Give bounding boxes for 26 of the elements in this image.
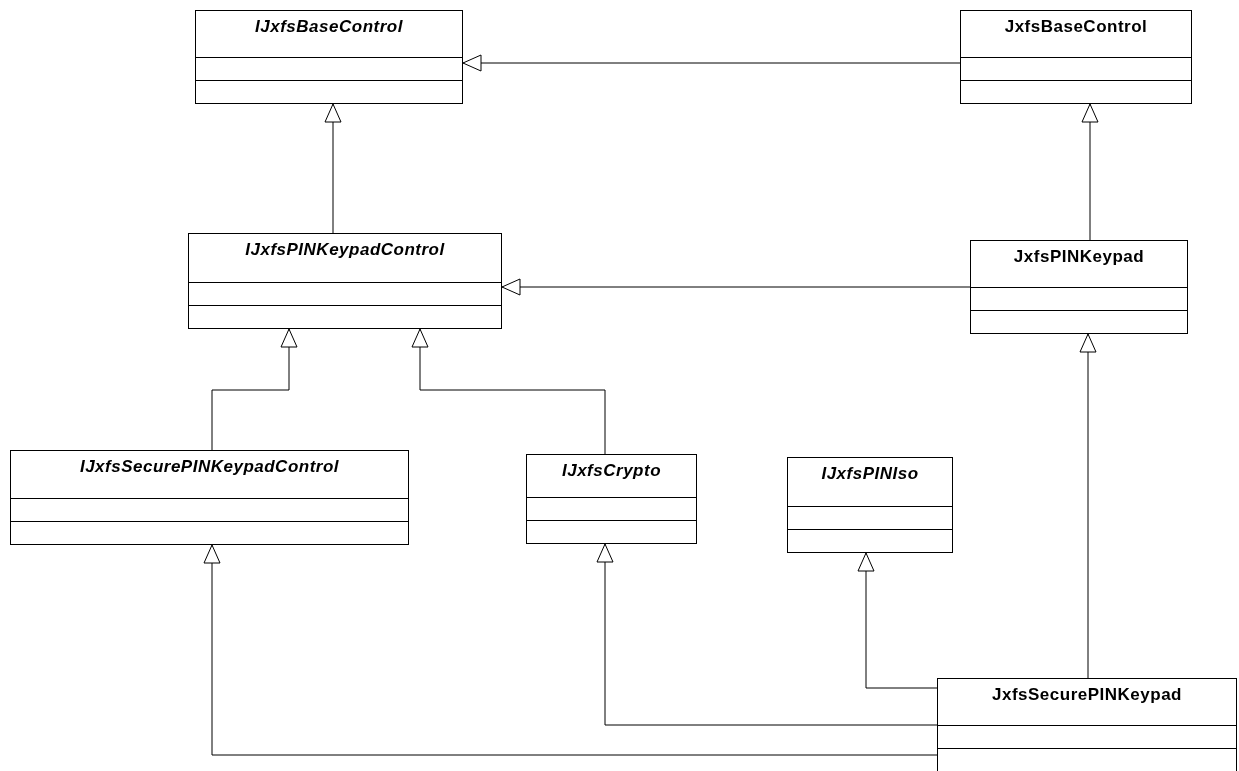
generalization-arrow bbox=[211, 328, 298, 451]
class-name: IJxfsPINIso bbox=[821, 464, 919, 484]
class-box bbox=[970, 240, 1188, 334]
class-box bbox=[937, 678, 1237, 771]
class-box bbox=[960, 10, 1192, 104]
generalization-arrow bbox=[596, 543, 938, 726]
class-name: JxfsSecurePINKeypad bbox=[992, 685, 1182, 705]
class-name: IJxfsCrypto bbox=[562, 461, 661, 481]
class-box bbox=[526, 454, 697, 544]
class-box bbox=[188, 233, 502, 329]
class-box bbox=[195, 10, 463, 104]
generalization-arrow bbox=[203, 544, 938, 756]
generalization-arrow bbox=[857, 552, 938, 689]
class-name: JxfsPINKeypad bbox=[1013, 247, 1145, 267]
class-name: IJxfsSecurePINKeypadControl bbox=[79, 457, 340, 477]
generalization-arrow bbox=[462, 54, 961, 72]
generalization-arrow bbox=[324, 103, 342, 234]
class-box bbox=[10, 450, 409, 545]
class-name: JxfsBaseControl bbox=[1004, 17, 1148, 37]
class-box bbox=[787, 457, 953, 553]
class-name: IJxfsBaseControl bbox=[255, 17, 403, 37]
generalization-arrow bbox=[411, 328, 606, 455]
generalization-arrow bbox=[501, 278, 971, 296]
class-name: IJxfsPINKeypadControl bbox=[245, 240, 445, 260]
generalization-arrow bbox=[1081, 103, 1099, 241]
generalization-arrow bbox=[1079, 333, 1097, 679]
